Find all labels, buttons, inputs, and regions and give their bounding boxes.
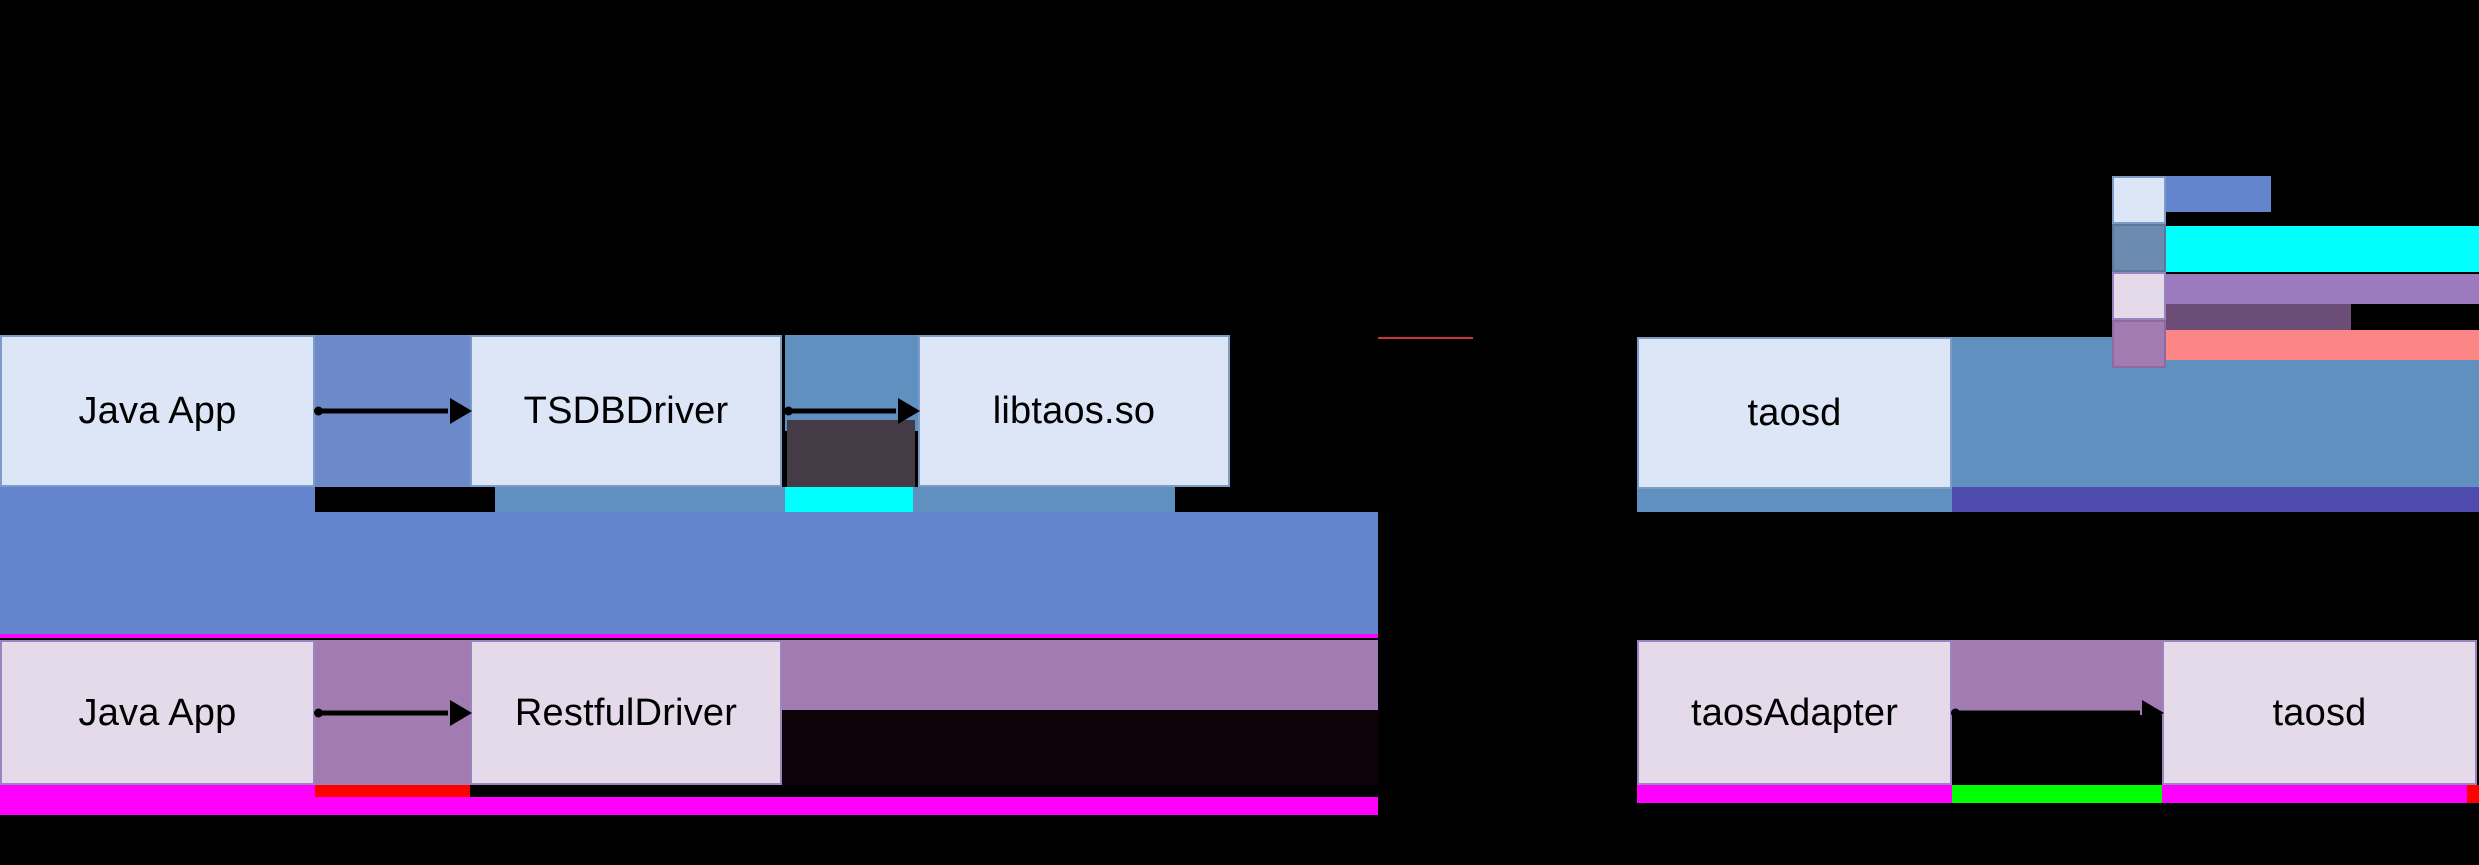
arrowhead-icon	[898, 398, 920, 424]
legend-bar-dark-purple	[2166, 304, 2351, 330]
rail-row1-taosd-steel	[1637, 487, 1952, 512]
legend-bar-blue	[2166, 176, 2271, 212]
legend	[2112, 176, 2479, 368]
legend-swatch-light-blue	[2112, 176, 2166, 224]
node-java-app-rest[interactable]: Java App	[0, 640, 315, 785]
node-label: taosd	[2272, 691, 2367, 734]
rail-row2-adapter-magenta	[1637, 785, 1952, 803]
node-label: libtaos.so	[992, 390, 1156, 432]
node-label: RestfulDriver	[514, 691, 738, 734]
legend-item-2[interactable]	[2112, 224, 2176, 272]
rail-row2-left-magenta	[0, 785, 315, 815]
band-middle-large-blue	[0, 512, 1378, 637]
legend-item-4[interactable]	[2112, 320, 2176, 368]
connector-line	[318, 408, 448, 414]
rail-row1-mid-steel	[495, 487, 785, 512]
node-label: Java App	[78, 390, 237, 432]
node-taosd-rest[interactable]: taosd	[2162, 640, 2477, 785]
rail-row2-right-magenta	[2162, 785, 2467, 803]
legend-swatch-medium-purple	[2112, 320, 2166, 368]
node-taos-adapter[interactable]: taosAdapter	[1637, 640, 1952, 785]
rail-row2-red-highlight	[315, 785, 470, 797]
band-middle-magenta-edge	[0, 634, 1378, 638]
connector-javaapp-to-tsdbdriver	[314, 398, 472, 424]
connector-line	[318, 710, 448, 716]
legend-item-1[interactable]	[2112, 176, 2176, 224]
band-row1-right-blue	[1952, 337, 2479, 489]
connector-tsdbdriver-to-libtaos	[784, 398, 920, 424]
connector-javaapp-to-restfuldriver	[314, 700, 472, 726]
node-taosd-native[interactable]: taosd	[1637, 337, 1952, 489]
node-label: taosAdapter	[1690, 691, 1899, 734]
rule-red-top-divider	[1378, 337, 1473, 339]
band-row1-dark-block	[787, 420, 915, 490]
band-row2-purple-segment-b	[782, 640, 1378, 710]
arrowhead-icon	[450, 398, 472, 424]
rail-row1-left-steel	[0, 487, 315, 512]
rail-row2-mid-magenta	[315, 797, 1378, 815]
arrowhead-icon	[2142, 700, 2164, 726]
node-libtaos-so[interactable]: libtaos.so	[918, 335, 1230, 487]
legend-item-3[interactable]	[2112, 272, 2176, 320]
rail-row2-green-highlight	[1952, 785, 2162, 803]
rail-row1-right-steel	[913, 487, 1175, 512]
node-label: TSDBDriver	[523, 390, 729, 432]
legend-bar-salmon	[2166, 330, 2479, 360]
legend-bar-cyan	[2166, 226, 2479, 272]
band-row2-dark-strip	[782, 710, 1378, 785]
node-label: taosd	[1747, 392, 1842, 434]
rail-row1-far-right-indigo	[1952, 487, 2479, 512]
connector-line	[1955, 710, 2140, 716]
connector-taosadapter-to-taosd	[1951, 700, 2164, 726]
band-row2-adapter-purple	[1952, 640, 2162, 715]
rail-row1-cyan-highlight	[785, 487, 913, 512]
node-restful-driver[interactable]: RestfulDriver	[470, 640, 782, 785]
legend-swatch-slate-blue	[2112, 224, 2166, 272]
arrowhead-icon	[450, 700, 472, 726]
node-java-app-native[interactable]: Java App	[0, 335, 315, 487]
node-tsdb-driver[interactable]: TSDBDriver	[470, 335, 782, 487]
rail-row2-right-red-tick	[2467, 785, 2479, 803]
legend-bar-purple	[2166, 274, 2479, 304]
legend-swatch-light-purple	[2112, 272, 2166, 320]
node-label: Java App	[78, 691, 237, 734]
connector-line	[788, 408, 896, 414]
